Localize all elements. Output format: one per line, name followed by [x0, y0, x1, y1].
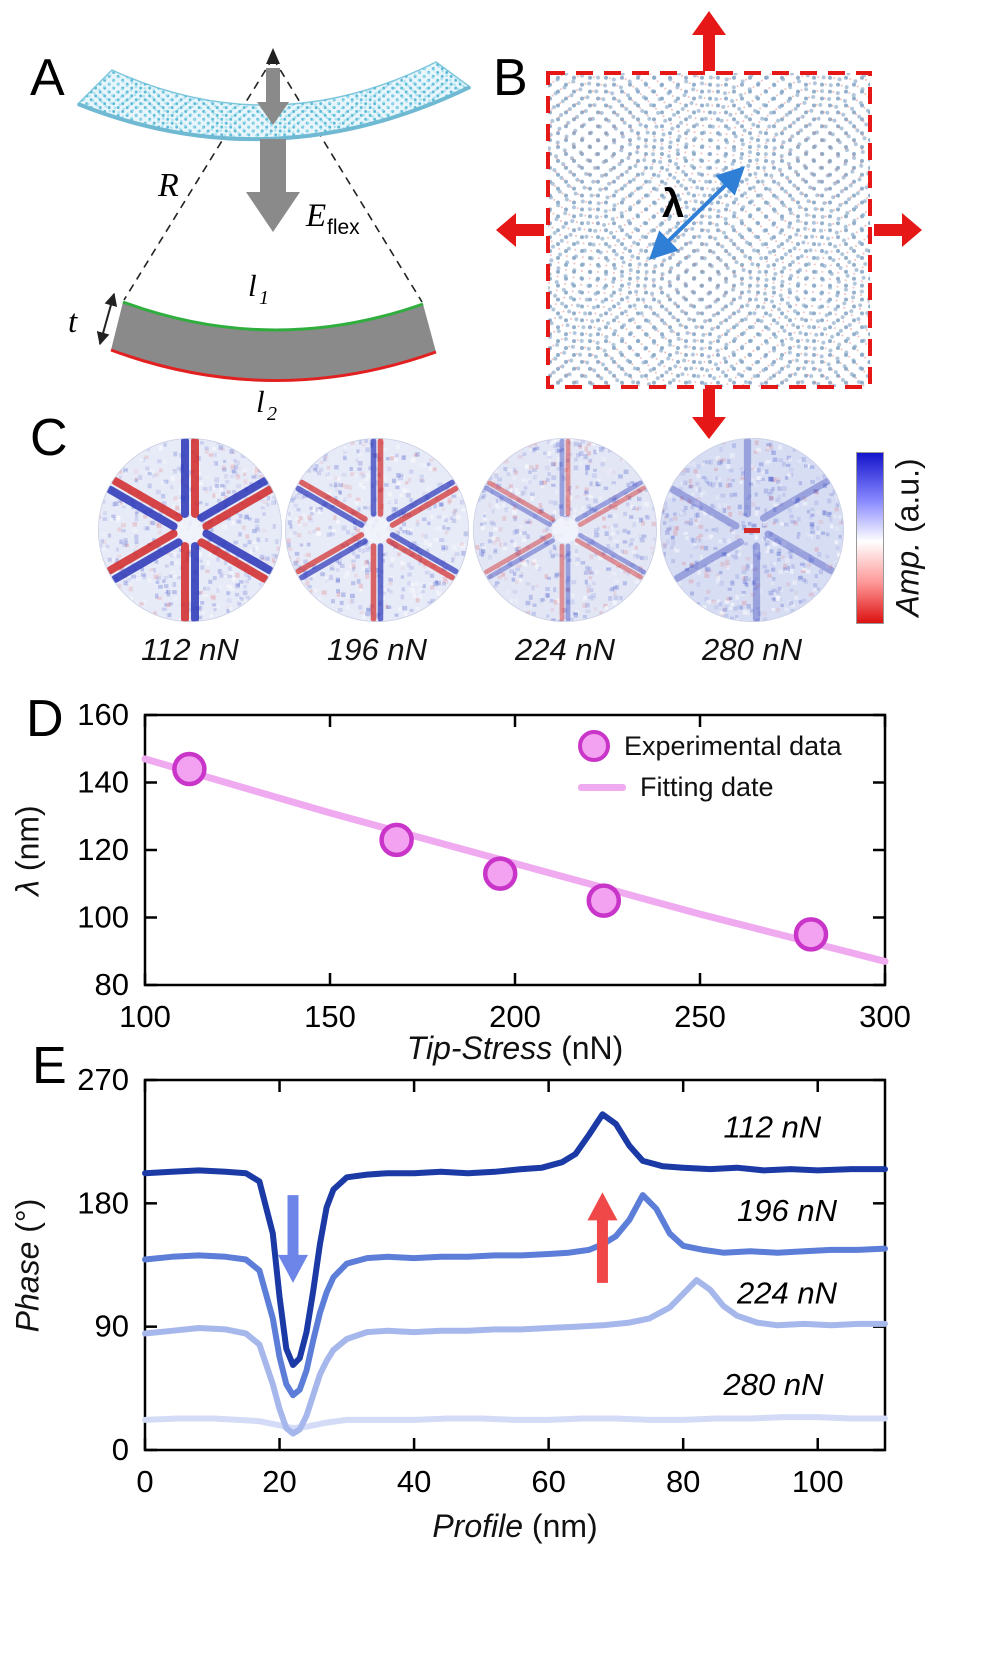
series-196-nN [142, 1192, 888, 1399]
y-tick-label: 0 [112, 1432, 129, 1467]
x-tick-label: 300 [859, 999, 911, 1034]
y-tick-label: 270 [77, 1065, 129, 1097]
plot-frame [143, 1078, 887, 1452]
flex-force-arrow [246, 139, 300, 232]
panel-a-illustration: R E flex t l 1 l 2 [68, 48, 472, 425]
series-Fitting-date [141, 755, 889, 965]
x-tick-label: 80 [666, 1464, 700, 1499]
annotation-arrow [587, 1192, 618, 1283]
panel-b-label: B [493, 49, 528, 107]
y-tick-label: 90 [95, 1309, 129, 1344]
data-point [379, 822, 414, 858]
bottom-length-subscript: 2 [267, 403, 277, 425]
data-point [172, 751, 207, 787]
panel-b-simulation: λ [496, 11, 922, 439]
series-280-nN [142, 1414, 888, 1432]
afm-caption-2: 196 nN [327, 632, 427, 667]
afm-image-4 [660, 438, 844, 622]
curve-label: 112 nN [724, 1110, 822, 1145]
flex-energy-subscript: flex [327, 216, 360, 239]
e-x-axis-label: Profile (nm) [432, 1508, 598, 1544]
strain-arrow-left [496, 213, 544, 247]
annotation-arrow [278, 1195, 308, 1283]
x-tick-label: 0 [136, 1464, 153, 1499]
radius-label: R [157, 167, 179, 204]
series-112-nN [142, 1111, 888, 1368]
d-x-axis-label: Tip-Stress (nN) [406, 1030, 624, 1066]
bottom-length-label: l [256, 384, 265, 419]
amplitude-colorbar [856, 452, 884, 624]
legend-item-fitting: Fitting date [578, 772, 842, 803]
slab-top-edge [122, 300, 424, 332]
data-point [482, 856, 518, 891]
lambda-label: λ [662, 182, 684, 226]
top-length-subscript: 1 [259, 287, 269, 309]
afm-caption-4: 280 nN [702, 632, 802, 667]
y-tick-label: 120 [77, 832, 129, 867]
panel-a-label: A [30, 49, 65, 107]
strain-arrow-right [874, 213, 922, 247]
x-tick-label: 20 [262, 1464, 296, 1499]
d-legend: Experimental data Fitting date [578, 730, 842, 803]
series-224-nN [142, 1277, 888, 1437]
experimental-marker-swatch [578, 730, 610, 762]
tip-push-arrow [257, 68, 289, 125]
thickness-measure-arrow [96, 292, 118, 346]
panel-d-label: D [26, 690, 64, 748]
x-tick-label: 100 [119, 999, 171, 1034]
strain-arrow-up [692, 11, 726, 71]
afm-caption-1: 112 nN [141, 632, 239, 667]
y-tick-label: 140 [77, 765, 129, 800]
legend-item-experimental: Experimental data [578, 730, 842, 762]
afm-caption-3: 224 nN [515, 632, 615, 667]
cone-apex-arrowhead [266, 48, 280, 64]
thickness-label: t [68, 304, 78, 340]
panel-c-label: C [30, 409, 68, 467]
afm-image-2 [285, 438, 469, 622]
x-tick-label: 60 [531, 1464, 565, 1499]
legend-label-fitting: Fitting date [640, 772, 774, 802]
x-tick-label: 100 [792, 1464, 844, 1499]
curve-label: 224 nN [736, 1275, 838, 1310]
curve-label: 280 nN [723, 1367, 825, 1402]
y-tick-label: 180 [77, 1185, 129, 1220]
x-tick-label: 250 [674, 999, 726, 1034]
radius-dashed-line-left [123, 57, 274, 301]
strain-arrow-down [692, 389, 726, 439]
legend-label-experimental: Experimental data [624, 730, 842, 761]
radius-dashed-line-right [272, 57, 423, 303]
lambda-arrow [648, 166, 746, 260]
y-tick-label: 100 [77, 900, 129, 935]
colorbar-axis-label: Amp. (a.u.) [889, 457, 926, 617]
simulation-cell-border [546, 71, 872, 389]
x-tick-label: 150 [304, 999, 356, 1034]
data-point [793, 917, 829, 952]
panel-e-chart: 0 20 40 60 80 100 0 90 180 270 112 nN 196 nN 224 nN 2… [77, 1065, 888, 1499]
slab-bottom-edge [110, 348, 437, 382]
y-tick-label: 80 [95, 967, 129, 1002]
moire-lattice [548, 73, 870, 387]
afm-image-1 [98, 438, 282, 622]
flex-energy-label: E [305, 198, 326, 234]
d-y-axis-label: λ (nm) [9, 805, 46, 896]
panel-e-label: E [32, 1037, 67, 1095]
bent-slab [111, 302, 436, 381]
x-tick-label: 40 [397, 1464, 431, 1499]
curve-label: 196 nN [737, 1193, 838, 1228]
top-length-label: l [248, 268, 257, 303]
data-point [586, 883, 622, 918]
y-tick-label: 160 [77, 697, 129, 732]
x-tick-label: 200 [489, 999, 541, 1034]
e-y-axis-label: Phase (°) [9, 1198, 46, 1332]
afm-image-3 [473, 438, 657, 622]
graphene-sheet [76, 61, 472, 142]
fitting-line-swatch [578, 784, 626, 791]
panel-c-afm-images [98, 438, 844, 622]
